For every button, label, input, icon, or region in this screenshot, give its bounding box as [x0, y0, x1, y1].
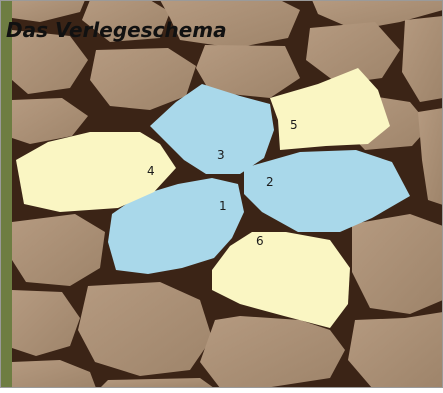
stone-5-label: 5 [290, 118, 298, 132]
stone-4-label: 4 [147, 164, 155, 178]
stone-1-label: 1 [219, 199, 227, 213]
stone-2-label: 2 [266, 175, 274, 189]
stone-3-label: 3 [217, 148, 225, 162]
stone-bg-17 [352, 214, 443, 314]
grass-edge [0, 0, 12, 388]
stone-bg-18 [348, 312, 443, 388]
stone-6-label: 6 [256, 234, 264, 248]
title: Das Verlegeschema [6, 18, 227, 42]
